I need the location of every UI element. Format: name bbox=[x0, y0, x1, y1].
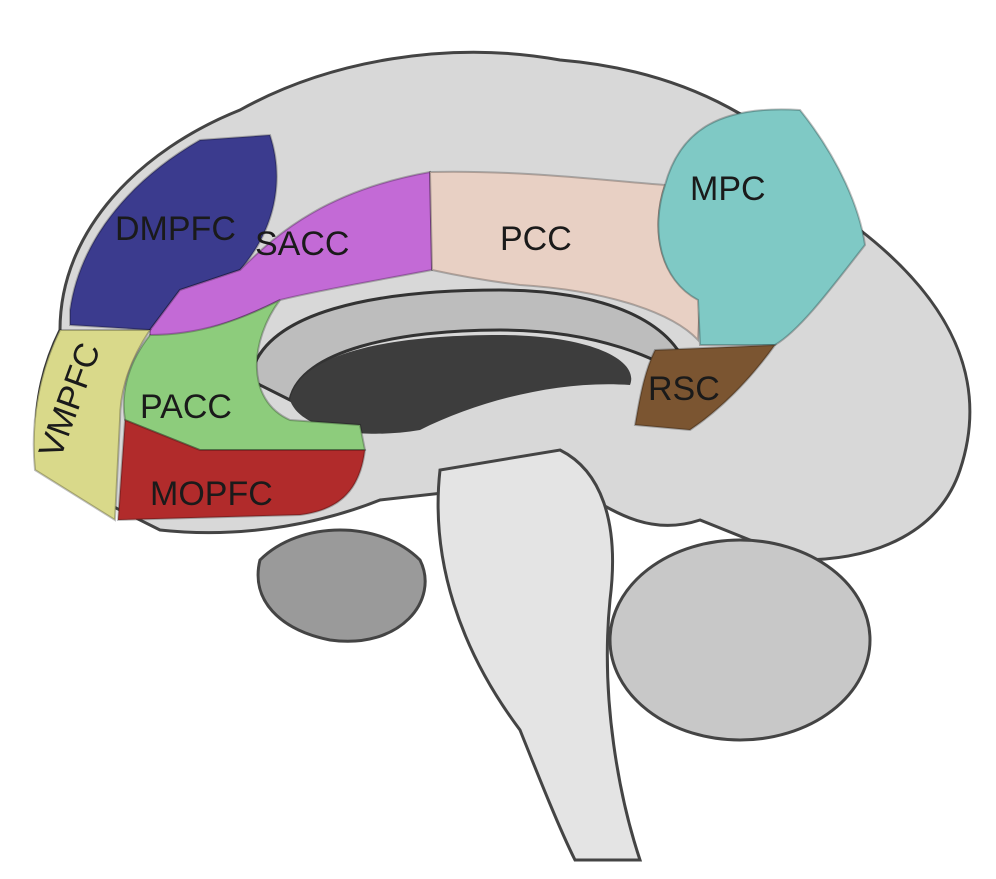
label-mopfc: MOPFC bbox=[150, 475, 273, 513]
ventricle bbox=[290, 335, 632, 434]
region-dmpfc bbox=[69, 133, 278, 332]
cerebellum bbox=[608, 538, 872, 742]
region-pacc bbox=[122, 299, 367, 451]
region-rsc bbox=[633, 343, 778, 432]
temporal-lobe bbox=[256, 528, 427, 643]
region-mpc bbox=[657, 108, 867, 346]
label-mpc: MPC bbox=[690, 170, 766, 208]
label-pcc: PCC bbox=[500, 220, 572, 258]
label-rsc: RSC bbox=[648, 370, 720, 408]
label-pacc: PACC bbox=[140, 388, 232, 426]
region-vmpfc bbox=[32, 329, 152, 522]
label-sacc: SACC bbox=[255, 225, 349, 263]
region-mopfc bbox=[116, 418, 367, 522]
brainstem bbox=[436, 448, 643, 862]
label-dmpfc: DMPFC bbox=[115, 210, 236, 248]
